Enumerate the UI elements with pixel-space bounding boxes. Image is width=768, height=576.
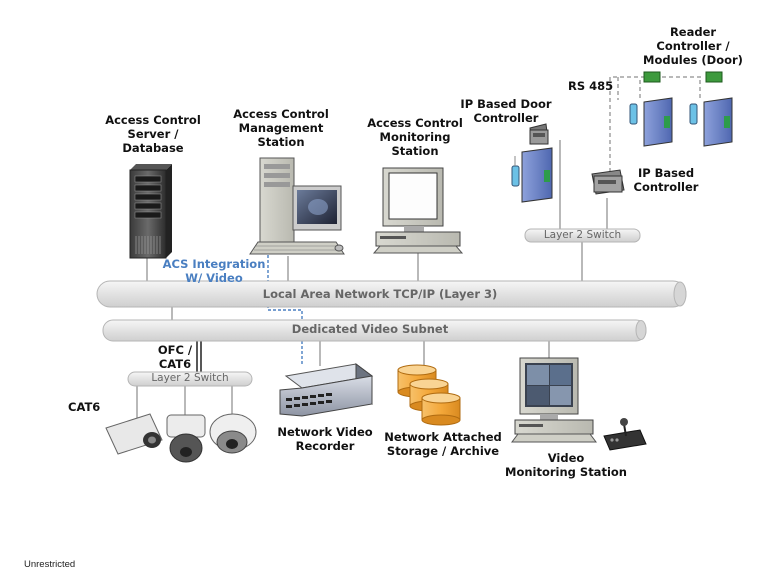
door-icon [521, 147, 553, 203]
storage-disk-icon [397, 364, 461, 426]
card-reader-icon [511, 156, 520, 187]
video-workstation-icon [511, 357, 597, 443]
switch-top-label: Layer 2 Switch [543, 229, 622, 241]
mini-dome-camera-icon [209, 413, 257, 454]
label-acs-server: Access Control Server / Database [105, 113, 201, 155]
label-nas: Network Attached Storage / Archive [384, 430, 502, 458]
ip-controller-icon [591, 169, 625, 195]
label-video-station: Video Monitoring Station [505, 451, 627, 479]
label-nvr: Network Video Recorder [277, 425, 373, 453]
video-subnet-label: Dedicated Video Subnet [291, 322, 449, 336]
layer2-switch-bottom [127, 371, 253, 387]
label-acs-management: Access Control Management Station [233, 107, 329, 149]
ptz-dome-camera-icon [166, 414, 206, 463]
label-ip-controller: IP Based Controller [633, 166, 699, 194]
footer-classification: Unrestricted [24, 559, 76, 570]
box-camera-icon [105, 413, 163, 455]
server-tower-icon [129, 164, 172, 259]
switch-bottom-label: Layer 2 Switch [151, 372, 229, 384]
nvr-rack-icon [279, 363, 374, 417]
video-subnet-bus [102, 319, 647, 342]
ofc-cat6-link [196, 340, 202, 372]
joystick-controller-icon [603, 418, 647, 451]
label-acs-integration: ACS Integration W/ Video [162, 257, 266, 285]
lan-bus [96, 280, 687, 308]
label-cat6: CAT6 [68, 400, 101, 414]
label-rs485: RS 485 [568, 79, 614, 93]
door-controller-icon [529, 123, 549, 145]
label-acs-monitoring: Access Control Monitoring Station [367, 116, 463, 158]
label-ofc-cat6: OFC / CAT6 [157, 343, 193, 371]
management-workstation-icon [249, 157, 345, 255]
label-reader-controller: Reader Controller / Modules (Door) [643, 25, 743, 67]
label-ip-door-controller: IP Based Door Controller [460, 97, 552, 125]
rs485-link [609, 76, 704, 172]
reader-module-board-icon [643, 71, 723, 83]
layer2-switch-top [524, 228, 641, 243]
reader-door-right-icon [689, 97, 733, 147]
reader-door-left-icon [629, 97, 673, 147]
lan-bus-label: Local Area Network TCP/IP (Layer 3) [262, 287, 498, 301]
monitoring-workstation-icon [372, 167, 464, 254]
